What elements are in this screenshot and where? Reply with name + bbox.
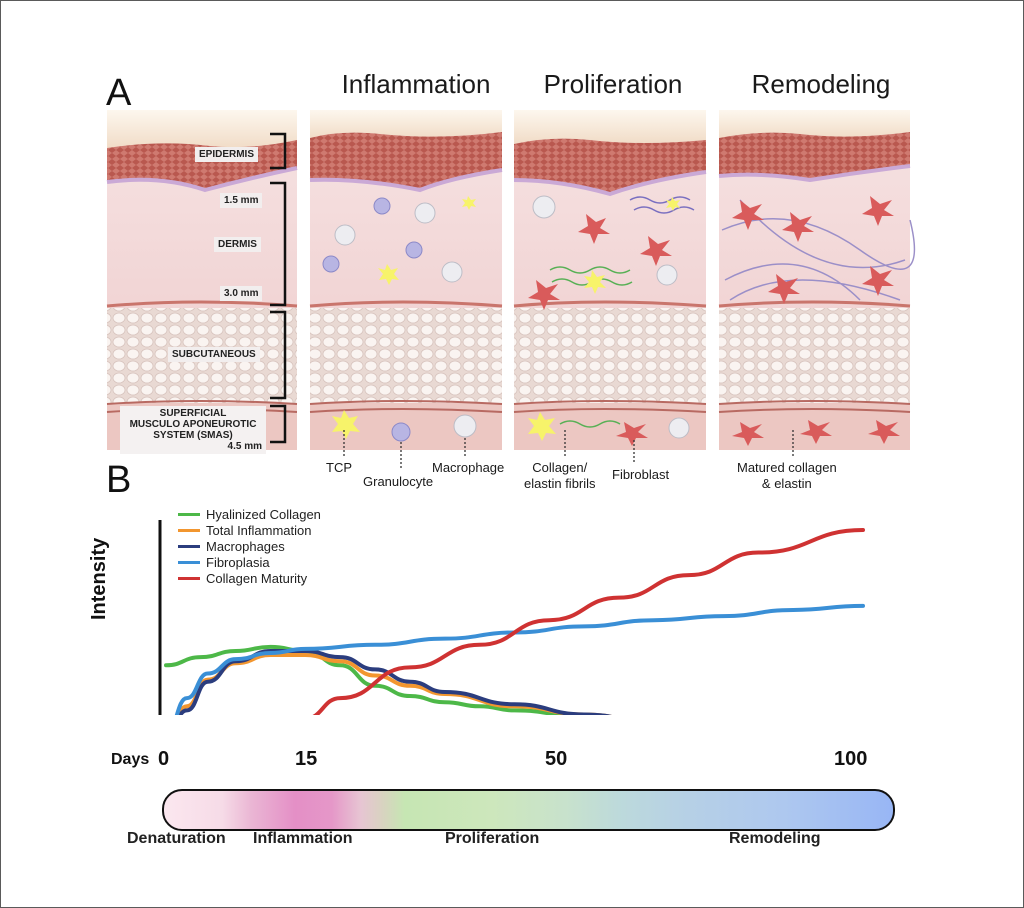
legend-item-1: Total Inflammation [178,522,321,538]
callout-tcp: TCP [326,460,352,475]
legend-item-3: Fibroplasia [178,554,321,570]
label-subcutaneous: SUBCUTANEOUS [168,347,260,362]
callout-leaders [343,430,794,470]
chart-legend: Hyalinized Collagen Total Inflammation M… [178,506,321,586]
callout-macrophage: Macrophage [432,460,505,475]
label-depth-1-5mm: 1.5 mm [220,193,263,208]
panel-baseline [106,110,298,450]
phase-label-remodeling: Remodeling [729,830,821,847]
depth-brackets [270,132,287,444]
callout-matured-line2: & elastin [761,476,812,491]
skin-layers-illustration [106,110,916,470]
label-smas-depth: 4.5 mm [227,441,262,452]
legend-swatch-2 [178,544,200,548]
legend-label-4: Collagen Maturity [206,570,308,586]
phase-color-bar [162,789,895,831]
label-smas-line3: SYSTEM (SMAS) [153,430,233,441]
legend-label-2: Macrophages [206,538,285,554]
callout-fibroblast: Fibroblast [612,467,670,482]
callout-collagen-line2: elastin fibrils [524,476,596,491]
legend-label-0: Hyalinized Collagen [206,506,321,522]
x-tick-15: 15 [295,748,318,770]
phase-label-inflammation: Inflammation [253,830,353,847]
series-line-2 [177,648,612,715]
legend-item-4: Collagen Maturity [178,570,321,586]
legend-label-3: Fibroplasia [206,554,270,570]
panel-inflammation [309,110,503,450]
label-epidermis: EPIDERMIS [195,147,259,162]
series-line-3 [174,603,865,715]
legend-swatch-3 [178,560,200,564]
x-tick-0: 0 [158,748,170,770]
label-dermis: DERMIS [214,237,261,252]
phase-label-proliferation: Proliferation [445,830,540,847]
callout-collagen-line1: Collagen/ [532,460,588,475]
legend-swatch-1 [178,528,200,532]
x-axis-days-label: Days [111,751,150,768]
callout-collagen-elastin: Collagen/ elastin fibrils [524,460,596,492]
series-line-0 [164,644,599,715]
stage-title-proliferation: Proliferation [543,69,683,99]
legend-swatch-0 [178,512,200,516]
legend-item-0: Hyalinized Collagen [178,506,321,522]
panel-proliferation [513,110,707,450]
panel-remodeling [718,110,916,450]
phase-label-denaturation: Denaturation [127,830,226,847]
stage-title-remodeling: Remodeling [751,69,891,99]
x-tick-100: 100 [834,748,868,770]
panel-a-letter: A [106,72,132,114]
panel-b-letter: B [106,459,132,501]
callout-matured-collagen: Matured collagen & elastin [737,460,837,492]
legend-item-2: Macrophages [178,538,321,554]
stage-title-inflammation: Inflammation [341,69,491,99]
x-tick-50: 50 [545,748,568,770]
legend-label-1: Total Inflammation [206,522,312,538]
label-smas: SUPERFICIAL MUSCULO APONEUROTIC SYSTEM (… [120,406,266,454]
callout-granulocyte: Granulocyte [363,474,434,489]
series-line-4 [312,528,865,715]
intensity-chart [158,520,865,715]
callout-matured-line1: Matured collagen [737,460,837,475]
label-smas-line2: MUSCULO APONEUROTIC [129,419,257,430]
label-smas-line1: SUPERFICIAL [159,408,227,419]
legend-swatch-4 [178,576,200,580]
label-depth-3-0mm: 3.0 mm [220,286,263,301]
